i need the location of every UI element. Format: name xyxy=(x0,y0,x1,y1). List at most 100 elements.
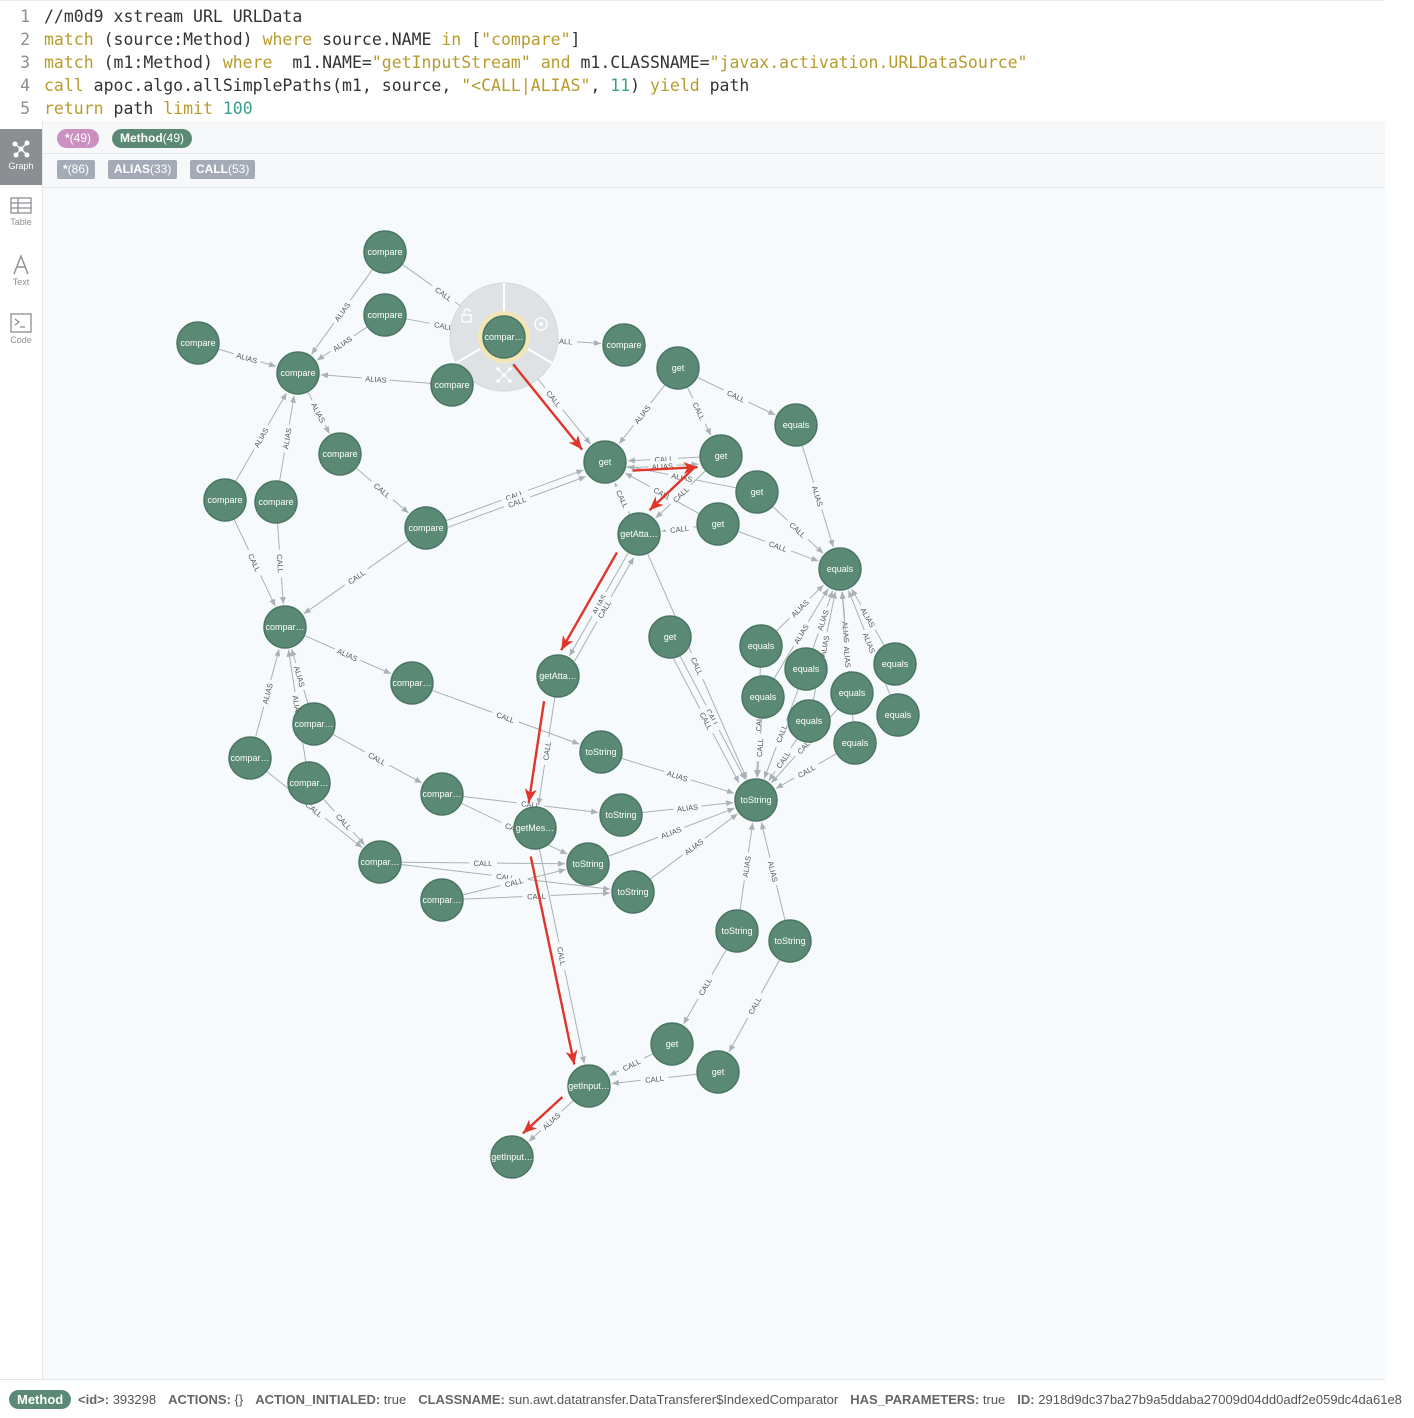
graph-node[interactable]: getAtta… xyxy=(617,512,661,556)
graph-node[interactable]: equals xyxy=(784,647,828,691)
node-circle[interactable] xyxy=(566,842,610,886)
graph-node[interactable]: toString xyxy=(734,778,778,822)
graph-node[interactable]: compar… xyxy=(390,661,434,705)
node-circle[interactable] xyxy=(420,772,464,816)
node-circle[interactable] xyxy=(583,440,627,484)
node-circle[interactable] xyxy=(287,761,331,805)
node-circle[interactable] xyxy=(648,615,692,659)
node-circle[interactable] xyxy=(741,675,785,719)
node-circle[interactable] xyxy=(818,547,862,591)
node-circle[interactable] xyxy=(617,512,661,556)
node-circle[interactable] xyxy=(536,654,580,698)
graph-node[interactable]: compar… xyxy=(292,702,336,746)
rel-type-tag-all[interactable]: *(86) xyxy=(57,160,96,179)
graph-node[interactable]: get xyxy=(650,1022,694,1066)
graph-node[interactable]: getMes… xyxy=(513,806,557,850)
graph-node[interactable]: compare xyxy=(404,506,448,550)
node-circle[interactable] xyxy=(203,478,247,522)
node-circle[interactable] xyxy=(876,693,920,737)
graph-node[interactable]: compare xyxy=(602,323,646,367)
footer-label-pill[interactable]: Method xyxy=(9,1390,72,1409)
node-circle[interactable] xyxy=(734,778,778,822)
graph-node[interactable]: getInput… xyxy=(490,1135,534,1179)
graph-node[interactable]: compare xyxy=(276,351,320,395)
graph-node[interactable]: toString xyxy=(599,793,643,837)
node-circle[interactable] xyxy=(699,434,743,478)
node-circle[interactable] xyxy=(650,1022,694,1066)
node-circle[interactable] xyxy=(768,919,812,963)
graph-node[interactable]: get xyxy=(583,440,627,484)
graph-node[interactable]: toString xyxy=(579,730,623,774)
node-circle[interactable] xyxy=(318,432,362,476)
graph-node[interactable]: compar… xyxy=(420,878,464,922)
node-circle[interactable] xyxy=(735,470,779,514)
node-circle[interactable] xyxy=(599,793,643,837)
code-view-button[interactable]: Code xyxy=(0,303,42,359)
graph-node[interactable]: getInput… xyxy=(567,1064,611,1108)
graph-node[interactable]: getAtta… xyxy=(536,654,580,698)
graph-node[interactable]: equals xyxy=(830,671,874,715)
node-circle[interactable] xyxy=(482,315,526,359)
node-circle[interactable] xyxy=(784,647,828,691)
graph-node[interactable]: compare xyxy=(176,321,220,365)
graph-node[interactable]: equals xyxy=(739,624,783,668)
node-label-pill-all[interactable]: *(49) xyxy=(57,129,100,148)
node-circle[interactable] xyxy=(358,840,402,884)
rel-type-tag-call[interactable]: CALL(53) xyxy=(190,160,256,179)
graph-node[interactable]: equals xyxy=(873,642,917,686)
node-circle[interactable] xyxy=(176,321,220,365)
graph-node[interactable]: compar… xyxy=(263,605,307,649)
table-view-button[interactable]: Table xyxy=(0,187,42,243)
node-label-pill-method[interactable]: Method(49) xyxy=(112,129,192,148)
node-circle[interactable] xyxy=(263,605,307,649)
node-circle[interactable] xyxy=(363,293,407,337)
node-circle[interactable] xyxy=(696,502,740,546)
graph-node[interactable]: get xyxy=(696,1050,740,1094)
graph-node[interactable]: equals xyxy=(787,699,831,743)
graph-node[interactable]: compar… xyxy=(420,772,464,816)
text-view-button[interactable]: Text xyxy=(0,245,42,301)
node-circle[interactable] xyxy=(430,363,474,407)
expand-icon[interactable] xyxy=(496,367,512,383)
node-circle[interactable] xyxy=(254,480,298,524)
node-circle[interactable] xyxy=(656,346,700,390)
graph-node[interactable]: compare xyxy=(254,480,298,524)
node-circle[interactable] xyxy=(611,870,655,914)
graph-node[interactable]: equals xyxy=(833,721,877,765)
rel-type-tag-alias[interactable]: ALIAS(33) xyxy=(108,160,178,179)
node-circle[interactable] xyxy=(715,909,759,953)
graph-node[interactable]: get xyxy=(648,615,692,659)
graph-node[interactable]: toString xyxy=(715,909,759,953)
graph-node[interactable]: compare xyxy=(363,293,407,337)
node-circle[interactable] xyxy=(404,506,448,550)
graph-view-button[interactable]: Graph xyxy=(0,129,42,185)
graph-node[interactable]: compar… xyxy=(228,736,272,780)
graph-node[interactable]: get xyxy=(696,502,740,546)
hide-node-icon[interactable] xyxy=(534,317,548,331)
graph-node[interactable]: toString xyxy=(768,919,812,963)
node-circle[interactable] xyxy=(228,736,272,780)
graph-node[interactable]: equals xyxy=(741,675,785,719)
node-circle[interactable] xyxy=(830,671,874,715)
node-circle[interactable] xyxy=(774,403,818,447)
graph-node[interactable]: compare xyxy=(430,363,474,407)
node-circle[interactable] xyxy=(696,1050,740,1094)
node-circle[interactable] xyxy=(276,351,320,395)
node-circle[interactable] xyxy=(420,878,464,922)
graph-node[interactable]: compar… xyxy=(287,761,331,805)
node-circle[interactable] xyxy=(567,1064,611,1108)
node-circle[interactable] xyxy=(490,1135,534,1179)
graph-node[interactable]: equals xyxy=(818,547,862,591)
graph-node[interactable]: compare xyxy=(318,432,362,476)
graph-node[interactable]: compar… xyxy=(478,311,530,363)
node-circle[interactable] xyxy=(292,702,336,746)
graph-node[interactable]: toString xyxy=(611,870,655,914)
node-circle[interactable] xyxy=(873,642,917,686)
graph-node[interactable]: toString xyxy=(566,842,610,886)
graph-node[interactable]: get xyxy=(699,434,743,478)
graph-node[interactable]: get xyxy=(656,346,700,390)
node-circle[interactable] xyxy=(602,323,646,367)
